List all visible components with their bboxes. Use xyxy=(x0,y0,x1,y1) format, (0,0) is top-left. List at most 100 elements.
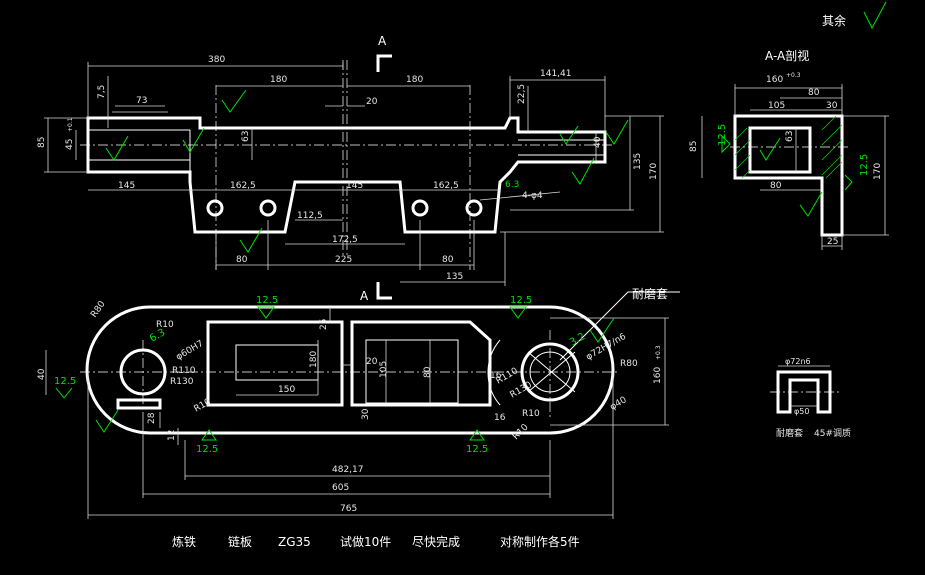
top-center-vertical xyxy=(342,60,348,255)
dim-141 xyxy=(509,76,606,132)
dim-380 xyxy=(87,62,344,118)
dim-170-text: 170 xyxy=(649,163,659,180)
link-plate-outline xyxy=(85,305,615,435)
dim-25-front-text: 25 xyxy=(319,319,329,330)
dim-63-text: 63 xyxy=(241,131,251,142)
sec-dim-160 xyxy=(734,84,843,116)
dim-48217-text: 482,17 xyxy=(332,465,364,475)
dim-135-text: 135 xyxy=(633,153,643,170)
window-left-inner xyxy=(235,344,319,381)
hole-3 xyxy=(411,199,429,217)
roughness-bot2-symbol xyxy=(469,429,485,441)
section-mark-top: A xyxy=(378,34,387,48)
r10a-text: R10 xyxy=(156,320,174,330)
dim-75-text: 7,5 xyxy=(97,85,107,99)
r110-text: R110 xyxy=(172,366,196,376)
phi60-text: φ60H7 xyxy=(175,339,206,363)
r110b-text: R110 xyxy=(495,366,521,387)
dim-12-text: 12 xyxy=(167,430,177,441)
note-symmetric: 对称制作各5件 xyxy=(500,534,580,549)
dim-135b xyxy=(400,232,506,286)
dim-141-text: 141,41 xyxy=(540,69,572,79)
roughness-63-top: 6.3 xyxy=(505,180,519,190)
note-quantity: 试做10件 xyxy=(340,534,391,549)
dim-380-text: 380 xyxy=(208,55,225,65)
roughness-rest-symbol xyxy=(863,1,887,30)
dim-45-text: 45 xyxy=(65,139,75,150)
note-part-name: 链板 xyxy=(228,534,252,549)
dim-145a-text: 145 xyxy=(118,181,135,191)
roughness-top2-text: 12.5 xyxy=(510,295,532,306)
roughness-front-left-symbol xyxy=(95,409,119,433)
r10c-text: R10 xyxy=(522,409,540,419)
section-view: 160 +0.3 80 105 30 85 63 80 170 25 12.5 … xyxy=(689,72,889,250)
sec-dim-25 xyxy=(821,235,843,250)
dim-1625a-text: 162,5 xyxy=(230,181,256,191)
top-view: 380 180 180 141,41 7,5 73 20 22,5 63 85 … xyxy=(37,55,664,286)
dim-150-text: 150 xyxy=(278,385,295,395)
hole-2 xyxy=(259,199,277,217)
top-view-outline xyxy=(86,116,607,234)
dim-73-text: 73 xyxy=(136,96,147,106)
r130b-text: R130 xyxy=(509,380,535,401)
window-left xyxy=(206,320,344,407)
dim-48217 xyxy=(184,440,551,480)
window-right-inner xyxy=(365,339,459,404)
dim-605 xyxy=(142,420,551,498)
sec-roughness-right: 12.5 xyxy=(859,154,870,176)
sec-dim-85-text: 85 xyxy=(689,141,699,152)
roughness-bot2-text: 12.5 xyxy=(466,444,488,455)
sec-dim-160-text: 160 xyxy=(766,75,783,85)
roughness-bot1-symbol xyxy=(201,429,217,441)
dim-16b-text: 16 xyxy=(490,371,502,381)
dim-180-front-text: 180 xyxy=(309,351,319,368)
dim-80b-text: 80 xyxy=(442,255,454,265)
roughness-symbol-6 xyxy=(605,119,629,145)
bushing-leader xyxy=(559,291,680,361)
leader-4phi4 xyxy=(479,191,561,201)
dim-45-tol: +0.1 xyxy=(67,117,74,132)
bushing-dim-inner-text: φ50 xyxy=(794,407,809,416)
bushing-dim-outer-text: φ72n6 xyxy=(785,357,811,366)
slot-left xyxy=(116,398,162,410)
dim-30-front-text: 30 xyxy=(361,408,371,420)
dim-765-text: 765 xyxy=(340,504,357,514)
note-urgency: 尽快完成 xyxy=(412,534,460,549)
section-arrow-top xyxy=(376,54,392,72)
window-right xyxy=(350,320,492,407)
dim-160-front xyxy=(550,317,669,426)
roughness-symbol-7 xyxy=(559,125,579,145)
dim-40-front-text: 40 xyxy=(37,368,47,380)
dim-605-text: 605 xyxy=(332,483,349,493)
section-arrow-bottom xyxy=(376,282,392,300)
roughness-symbol-1 xyxy=(221,89,247,113)
r80-left: R80 xyxy=(89,299,108,319)
phi40-text: φ40 xyxy=(609,395,629,412)
front-pin-centerlines xyxy=(142,330,551,420)
top-slot xyxy=(88,129,191,172)
roughness-front-symbol xyxy=(589,317,615,343)
top-right-slot xyxy=(518,139,605,156)
dim-hole-pitch xyxy=(215,220,475,270)
dim-180b-text: 180 xyxy=(406,75,423,85)
dim-1125-text: 112,5 xyxy=(297,211,323,221)
front-view: 耐磨套 R80 R10 6.3 φ60H7 R110 R130 R10 40 1… xyxy=(37,287,680,519)
dim-160-front-text: 160 xyxy=(653,367,663,384)
right-arc xyxy=(487,339,501,406)
dim-85-text: 85 xyxy=(37,137,47,148)
fit-text: φ72H7/n6 xyxy=(585,332,629,363)
bushing-note: 45#调质 xyxy=(814,427,851,439)
section-pocket xyxy=(748,126,812,174)
dim-225-text: 22,5 xyxy=(517,84,527,104)
dim-85 xyxy=(44,117,88,173)
roughness-top1-symbol xyxy=(257,306,275,319)
bushing-cross xyxy=(527,351,576,393)
sec-roughness-bottom xyxy=(799,191,823,217)
dim-40-text: 40 xyxy=(593,136,603,148)
r80b-text: R80 xyxy=(620,359,638,369)
dim-80-front-text: 80 xyxy=(423,366,433,378)
dim-80a-text: 80 xyxy=(236,255,248,265)
dim-73 xyxy=(112,105,168,113)
sec-dim-170-text: 170 xyxy=(873,163,883,180)
dim-135 xyxy=(510,115,634,211)
